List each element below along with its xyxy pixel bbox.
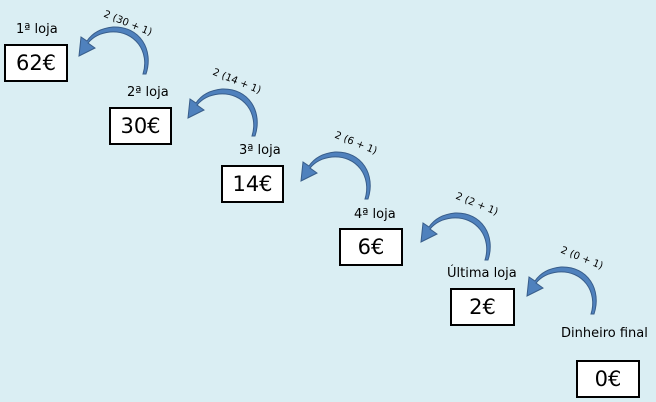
curved-arrow-icon — [420, 212, 491, 261]
amount-box-6: 0€ — [576, 360, 640, 398]
step-label-2: 2ª loja — [127, 85, 169, 100]
curved-arrow-icon — [78, 26, 149, 75]
step-label-6: Dinheiro final — [561, 326, 648, 341]
amount-box-4: 6€ — [339, 228, 403, 266]
curved-arrow-icon — [187, 88, 258, 137]
step-label-1: 1ª loja — [16, 22, 58, 37]
amount-box-2: 30€ — [109, 107, 172, 145]
amount-box-1: 62€ — [4, 44, 68, 82]
step-label-4: 4ª loja — [354, 207, 396, 222]
curved-arrow-icon — [526, 266, 597, 315]
amount-box-5: 2€ — [450, 288, 515, 326]
curved-arrow-icon — [300, 151, 371, 200]
step-label-5: Última loja — [447, 266, 517, 281]
amount-box-3: 14€ — [221, 165, 284, 203]
step-label-3: 3ª loja — [239, 143, 281, 158]
